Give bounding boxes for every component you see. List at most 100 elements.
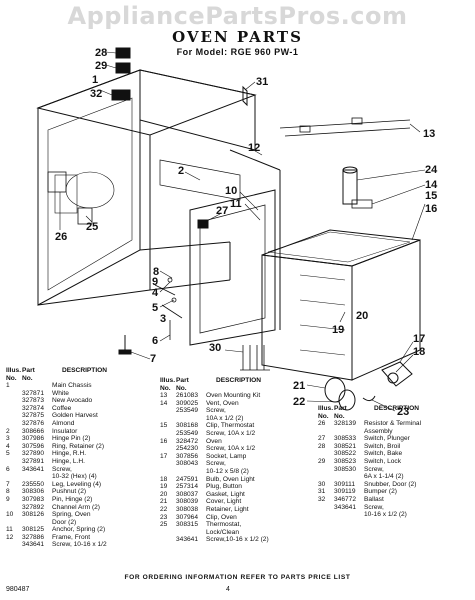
description-cell: White — [52, 389, 69, 397]
callout-18: 18 — [413, 346, 425, 358]
description-cell: Clip, Oven — [206, 513, 237, 521]
part-no-cell: 343641 — [176, 536, 199, 544]
description-cell: Screw,10-16 x 1/2 (2) — [206, 536, 269, 544]
part-no-cell: 261083 — [176, 392, 199, 399]
part-no-cell: 308315 — [176, 521, 199, 529]
description-cell: Leg, Leveling (4) — [52, 480, 102, 488]
description-cell: Anchor, Spring (2) — [52, 526, 106, 534]
callout-13: 13 — [423, 128, 435, 140]
part-no-cell: 308043 — [176, 460, 199, 468]
part-no-cell: 308523 — [334, 457, 357, 465]
description-cell: Hinge, L.H. — [52, 457, 85, 465]
lamp-socket-drawing — [381, 361, 413, 387]
part-no-cell: 327873 — [22, 397, 45, 405]
part-no-cell: 328139 — [334, 420, 357, 427]
part-no-cell: 327892 — [22, 503, 45, 511]
part-no-cell: 327871 — [22, 389, 45, 397]
description-cell: 10-32 (Hex) (4) — [52, 473, 97, 481]
description-cell: Vent, Oven — [206, 399, 239, 407]
insulator-drawing — [159, 159, 241, 201]
illus-no-cell: 6 — [6, 465, 10, 473]
illus-no-cell: 18 — [160, 475, 168, 483]
description-cell: Hinge Pin (2) — [52, 435, 91, 443]
part-no-cell: 307986 — [22, 435, 45, 443]
part-no-cell: 253549 — [176, 407, 199, 415]
callout-9: 9 — [152, 276, 158, 288]
callout-31: 31 — [256, 76, 268, 88]
part-no-cell: 308533 — [334, 435, 357, 443]
description-cell: Gasket, Light — [206, 490, 245, 498]
illus-no-cell: 2 — [6, 427, 10, 435]
leader-lines — [59, 51, 426, 412]
part-no-cell: 309119 — [334, 488, 356, 496]
illus-no-cell: 10 — [6, 511, 14, 519]
illus-no-cell: 5 — [6, 450, 10, 458]
table-row: 10-32 (Hex) (4) — [6, 473, 156, 481]
part-no-cell: 308038 — [176, 505, 199, 513]
description-cell: Golden Harvest — [52, 412, 98, 420]
page-number: 4 — [226, 586, 230, 593]
callout-7: 7 — [150, 353, 156, 365]
illus-no-cell: 11 — [6, 526, 13, 534]
part-no-cell: 247591 — [176, 475, 199, 483]
description-cell: Ballast — [364, 495, 384, 503]
description-cell: Screw, — [206, 460, 226, 468]
table-row: 327873 New Avocado — [6, 397, 156, 405]
illus-no-cell: 23 — [160, 513, 168, 521]
part-no-cell: 253549 — [176, 429, 199, 437]
callout-14: 14 — [425, 179, 438, 191]
table-row: Assembly — [318, 428, 470, 436]
callout-2: 2 — [178, 165, 184, 177]
table-row: 343641 Screw,10-16 x 1/2 (2) — [160, 536, 310, 544]
illus-no-cell: 1 — [6, 382, 10, 389]
part-no-cell: 308306 — [22, 488, 45, 496]
description-cell: Socket, Lamp — [206, 452, 247, 460]
callout-8: 8 — [153, 266, 159, 278]
table-row: 6A x 1-1/4 (2) — [318, 473, 470, 481]
part-no-cell: 308126 — [22, 511, 45, 519]
header-part-no: Part No. — [334, 405, 347, 420]
callout-29: 29 — [95, 60, 107, 72]
part-no-cell: 235550 — [22, 480, 45, 488]
ordering-footer: FOR ORDERING INFORMATION REFER TO PARTS … — [124, 574, 351, 581]
description-cell: Pushnut (2) — [52, 488, 87, 496]
header-description: DESCRIPTION — [374, 405, 420, 412]
callout-25: 25 — [86, 221, 98, 233]
part-no-cell: 327876 — [22, 419, 45, 427]
mounting-kit-drawing — [279, 117, 411, 137]
description-cell: 10A x 1/2 (2) — [206, 414, 244, 422]
description-cell: Almond — [52, 419, 75, 427]
description-cell: Screw, 10-16 x 1/2 — [52, 541, 107, 549]
switch-28-drawing — [115, 47, 131, 59]
oven-vent-drawing — [342, 166, 358, 205]
part-no-cell: 309025 — [176, 399, 199, 407]
illus-no-cell: 13 — [160, 392, 168, 399]
callout-21: 21 — [293, 380, 305, 392]
description-cell: New Avocado — [52, 397, 93, 405]
oven-cavity-drawing — [261, 229, 421, 381]
part-no-cell: 343641 — [22, 465, 45, 473]
watermark-text: AppliancePartsPros.com — [67, 2, 408, 30]
illus-no-cell: 31 — [318, 488, 326, 496]
callout-16: 16 — [425, 203, 437, 215]
description-cell: Channel Arm (2) — [52, 503, 101, 511]
illus-no-cell: 28 — [318, 442, 326, 450]
